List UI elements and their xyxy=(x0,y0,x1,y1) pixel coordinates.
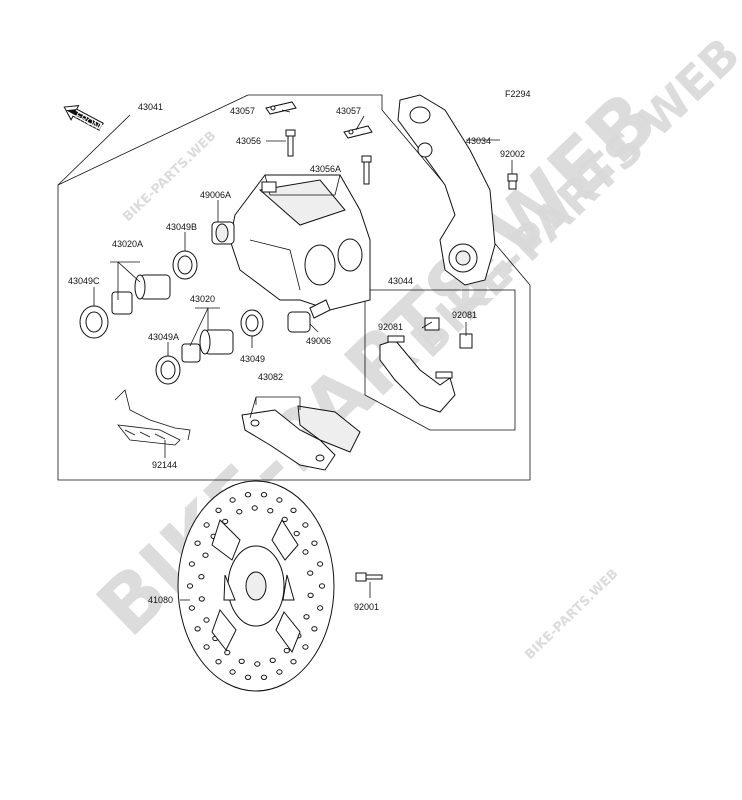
seal-43049b xyxy=(172,250,198,280)
caliper-body xyxy=(229,174,371,311)
bleeder-cap-a xyxy=(265,101,297,115)
label-49006a: 49006A xyxy=(200,190,231,200)
disc-hole xyxy=(251,505,258,511)
disc-hole xyxy=(224,649,231,656)
disc-bolt-92001 xyxy=(355,572,383,582)
front-label: FRONT xyxy=(74,110,107,134)
disc-hole xyxy=(317,561,324,567)
watermark-small-bottom: BIKE-PARTS.WEB xyxy=(522,566,621,662)
label-92081-a: 92081 xyxy=(378,322,403,332)
disc-hole xyxy=(307,570,314,576)
disc-hole xyxy=(188,561,195,567)
disc-hole xyxy=(254,661,261,667)
disc-hole xyxy=(222,518,229,525)
label-43020a: 43020A xyxy=(112,239,143,249)
disc-hole xyxy=(188,605,195,611)
bleeder-valve-43056a xyxy=(361,155,372,185)
disc-hole xyxy=(302,522,309,528)
disc-hole xyxy=(202,552,209,558)
disc-hole xyxy=(317,605,324,611)
disc-hole xyxy=(238,658,245,664)
disc-hole xyxy=(318,583,326,589)
disc-hole xyxy=(186,583,194,589)
disc-hole xyxy=(283,647,290,654)
seal-43049c xyxy=(79,291,133,339)
disc-hole xyxy=(276,669,283,675)
label-92081-b: 92081 xyxy=(452,310,477,320)
label-43049a: 43049A xyxy=(148,332,179,342)
disc-hole xyxy=(215,507,222,513)
label-92144: 92144 xyxy=(152,460,177,470)
dust-boot-49006a xyxy=(211,221,235,245)
label-43041: 43041 xyxy=(138,102,163,112)
disc-hole xyxy=(302,644,309,650)
label-92002: 92002 xyxy=(500,149,525,159)
disc-hole xyxy=(236,509,243,515)
label-43034: 43034 xyxy=(466,136,491,146)
front-arrow-icon: FRONT xyxy=(63,105,107,134)
disc-hole xyxy=(260,674,268,680)
disc-hole xyxy=(260,492,268,498)
bleeder-cap-b xyxy=(343,125,373,139)
piston-43020 xyxy=(181,329,234,363)
disc-hole xyxy=(303,614,310,620)
label-43049: 43049 xyxy=(240,354,265,364)
disc-hole xyxy=(203,522,210,528)
disc-hole xyxy=(229,497,236,503)
label-43057-a: 43057 xyxy=(230,106,255,116)
part-labels: 43041 43057 43057 43056 43056A 43034 920… xyxy=(68,102,525,612)
pad-spring-43044 xyxy=(379,335,456,413)
seal-43049 xyxy=(240,309,264,337)
caliper-bracket xyxy=(397,94,496,286)
disc-hole xyxy=(194,540,201,546)
label-43044: 43044 xyxy=(388,276,413,286)
bleeder-valve-43056 xyxy=(285,129,296,157)
brake-disc-41080 xyxy=(177,480,335,692)
seal-43049a xyxy=(155,355,181,385)
piston-43020a xyxy=(134,274,171,300)
bolt-92002 xyxy=(507,173,518,190)
label-43082: 43082 xyxy=(258,372,283,382)
figure-code: F2294 xyxy=(505,89,531,99)
disc-hole xyxy=(276,497,283,503)
disc-hole xyxy=(244,674,252,680)
disc-hole xyxy=(290,659,297,665)
pad-pin-92081-b xyxy=(459,333,473,349)
label-41080: 41080 xyxy=(148,595,173,605)
disc-hole xyxy=(203,644,210,650)
label-92001: 92001 xyxy=(354,602,379,612)
leader-lines xyxy=(93,109,513,601)
disc-hole xyxy=(203,617,210,623)
disc-hole xyxy=(267,508,274,514)
disc-hole xyxy=(215,659,222,665)
pin-boot-49006 xyxy=(287,299,331,333)
watermark-small-top: BIKE-PARTS.WEB xyxy=(120,128,219,224)
disc-hole xyxy=(311,540,318,546)
caliper-frame-outline xyxy=(57,94,531,481)
label-43049b: 43049B xyxy=(166,222,197,232)
disc-hole xyxy=(198,574,205,580)
label-49006: 49006 xyxy=(306,336,331,346)
label-43056: 43056 xyxy=(236,136,261,146)
label-43057-b: 43057 xyxy=(336,106,361,116)
disc-hole xyxy=(244,492,252,498)
disc-hole xyxy=(311,626,318,632)
label-43020: 43020 xyxy=(190,294,215,304)
pad-pin-92081-a xyxy=(424,317,440,331)
disc-hole xyxy=(290,507,297,513)
disc-hole xyxy=(198,596,205,602)
disc-hole xyxy=(229,669,236,675)
brake-pads-43082 xyxy=(241,405,361,471)
label-43056a: 43056A xyxy=(310,164,341,174)
disc-hole xyxy=(307,592,314,598)
disc-hole xyxy=(269,657,276,663)
label-43049c: 43049C xyxy=(68,276,100,286)
anti-rattle-spring-92144 xyxy=(114,389,191,446)
disc-hole xyxy=(293,530,300,537)
disc-hole xyxy=(194,626,201,632)
disc-hole xyxy=(302,549,309,555)
